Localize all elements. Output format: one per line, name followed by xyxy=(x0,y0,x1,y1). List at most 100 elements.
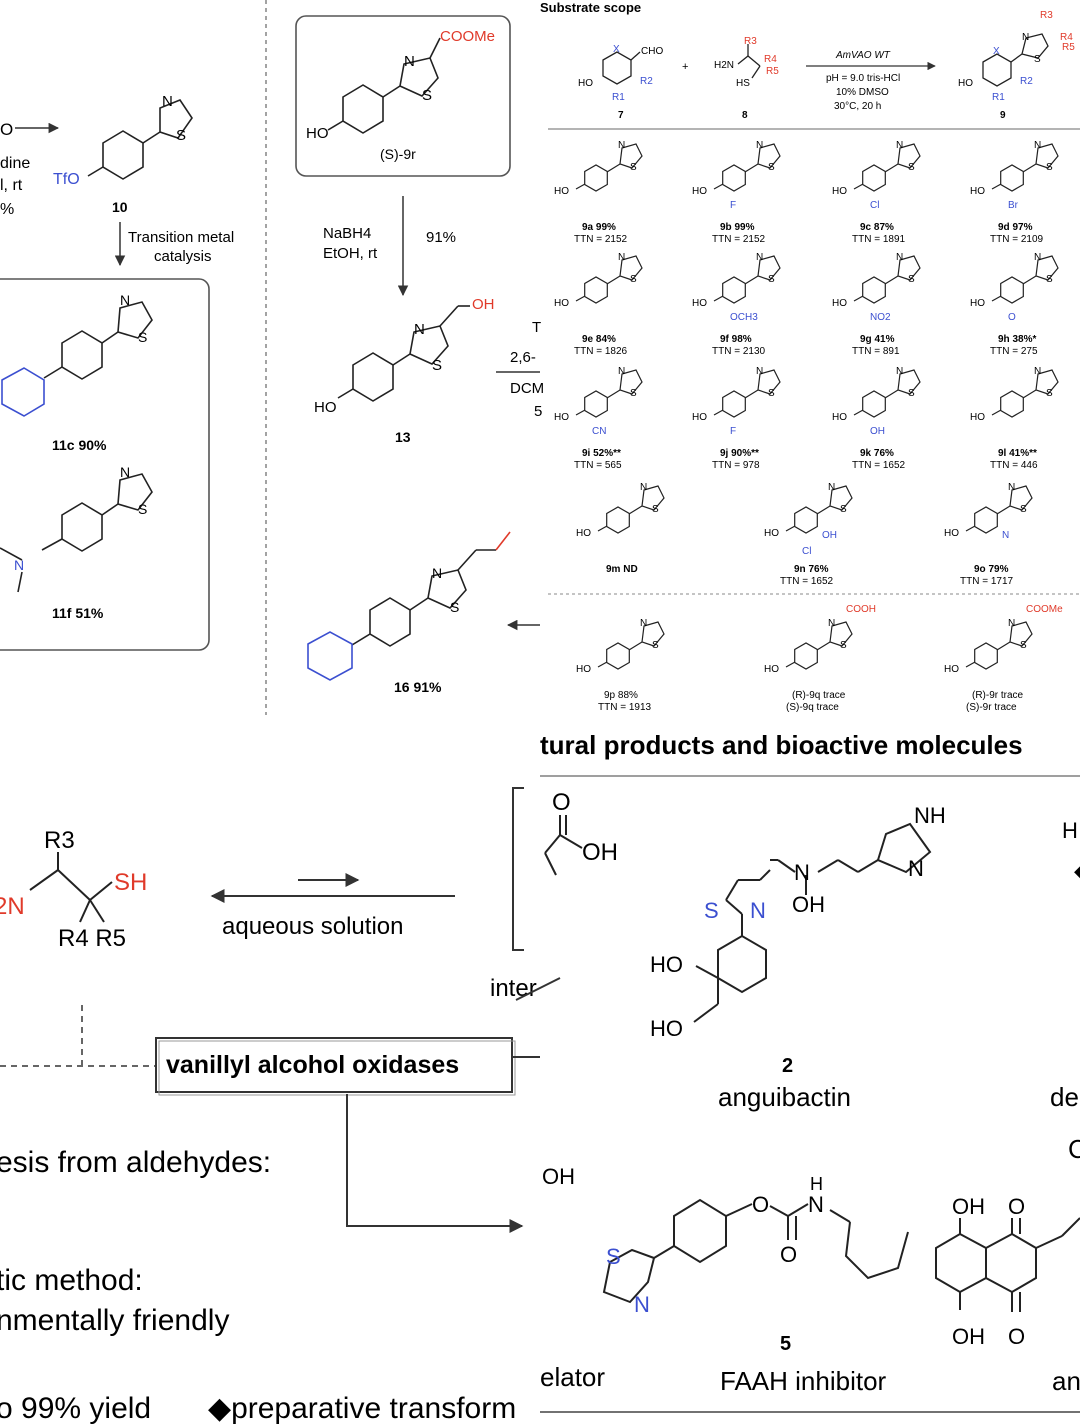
ttn-label: TTN = 2152 xyxy=(574,234,628,245)
yield-label: 9f 98% xyxy=(720,334,752,345)
compound-9r-structure xyxy=(327,37,441,134)
ho-label-13: HO xyxy=(314,399,337,416)
amine-n: N xyxy=(794,860,810,885)
reagent-etoh: EtOH, rt xyxy=(323,245,378,262)
substituent-label: O xyxy=(1008,312,1016,323)
ttn-label: TTN = 275 xyxy=(990,346,1038,357)
compound-11c-structure xyxy=(43,301,153,380)
fragment-o: O xyxy=(0,120,13,139)
compound-11c-label: 11c 90% xyxy=(52,437,107,453)
substituent-label: OCH3 xyxy=(730,312,758,323)
ho-label: HO xyxy=(692,412,707,423)
scope-molecule xyxy=(853,255,921,304)
atom-s: S xyxy=(840,640,847,651)
synthesis-text: esis from aldehydes: xyxy=(0,1146,271,1179)
atom-n: N xyxy=(828,482,835,493)
left-panel: O dine l, rt % N S TfO 10 Transition met… xyxy=(0,0,267,715)
vao-box-shadow xyxy=(158,1040,516,1096)
r4-label: R4 xyxy=(764,54,777,65)
scope-molecule xyxy=(597,485,665,534)
atom-n: N xyxy=(404,53,415,70)
atom-s: S xyxy=(432,357,442,374)
yield-label: 9o 79% xyxy=(974,564,1009,575)
condition-dmso: 10% DMSO xyxy=(836,87,889,98)
enzyme-label: AmVAO WT xyxy=(835,50,891,61)
r4-product: R4 xyxy=(1060,32,1073,43)
fragment-percent: % xyxy=(0,201,14,218)
atom-n: N xyxy=(896,366,903,377)
yield-label: 9j 90%** xyxy=(720,448,759,459)
ho-label-7: HO xyxy=(578,78,593,89)
atom-n: N xyxy=(618,140,625,151)
anguibactin-n: N xyxy=(750,898,766,923)
atom-s: S xyxy=(630,162,637,173)
ttn-label: TTN = 2109 xyxy=(990,234,1044,245)
r2-label: R2 xyxy=(640,76,653,87)
vao-label: vanillyl alcohol oxidases xyxy=(166,1051,459,1079)
r5-label: R5 xyxy=(766,66,779,77)
atom-s: S xyxy=(138,329,147,345)
yield-label: 9l 41%** xyxy=(998,448,1037,459)
scope-molecule xyxy=(853,143,921,192)
scope-molecule xyxy=(991,143,1059,192)
compound-10-structure xyxy=(87,99,193,180)
r1-label: R1 xyxy=(612,92,625,103)
ttn-label: (S)-9r trace xyxy=(966,702,1017,713)
ho-label: HO xyxy=(764,664,779,675)
compound-16-structure xyxy=(351,549,496,647)
r3-label: R3 xyxy=(744,36,757,47)
atom-n: N xyxy=(640,618,647,629)
atom-s: S xyxy=(768,162,775,173)
substituent-label: OH xyxy=(822,530,837,541)
plus-sign: + xyxy=(682,61,688,73)
atom-n: N xyxy=(756,252,763,263)
atom-n: N xyxy=(828,618,835,629)
atom-s: S xyxy=(1046,388,1053,399)
atom-n: N xyxy=(1008,618,1015,629)
nq-o-top: O xyxy=(1008,1194,1025,1219)
ho-label: HO xyxy=(554,298,569,309)
friendly-text: nmentally friendly xyxy=(0,1304,229,1337)
tfo-label: TfO xyxy=(53,171,80,188)
atom-s: S xyxy=(1020,640,1027,651)
atom-n: N xyxy=(756,366,763,377)
substituent-label: NO2 xyxy=(870,312,891,323)
ho-label: HO xyxy=(554,412,569,423)
fragment-dcm: DCM xyxy=(510,380,544,397)
label-8: 8 xyxy=(742,110,748,121)
scope-molecule xyxy=(713,143,781,192)
fragment-5: 5 xyxy=(534,403,542,420)
yield-label: 9k 76% xyxy=(860,448,894,459)
scope-molecule xyxy=(965,485,1033,534)
yield-label: 9e 84% xyxy=(582,334,616,345)
carbamate-o: O xyxy=(752,1192,769,1217)
thiazoline-ring-5 xyxy=(602,1248,656,1304)
r3-large: R3 xyxy=(44,827,75,854)
substituent-label: OH xyxy=(870,426,885,437)
atom-s: S xyxy=(630,388,637,399)
ttn-label: TTN = 1826 xyxy=(574,346,628,357)
ho-label: HO xyxy=(692,186,707,197)
yield-text: o 99% yield xyxy=(0,1392,151,1424)
atom-n: N xyxy=(1034,140,1041,151)
phenyl-ring-blue xyxy=(1,367,45,417)
substituent-label: CN xyxy=(592,426,606,437)
acid-fragment xyxy=(544,815,583,876)
atom-n: N xyxy=(618,252,625,263)
hs-label: HS xyxy=(736,78,750,89)
anguibactin-s: S xyxy=(704,898,719,923)
scope-molecule xyxy=(575,255,643,304)
products-box xyxy=(0,278,210,651)
atom-s: S xyxy=(908,388,915,399)
yield-label: 9h 38%* xyxy=(998,334,1036,345)
atom-s: S xyxy=(1034,54,1041,65)
yield-label: (R)-9r trace xyxy=(972,690,1024,701)
imidazole-n: N xyxy=(908,856,924,881)
atom-n: N xyxy=(896,252,903,263)
r2-product: R2 xyxy=(1020,76,1033,87)
oh-label: OH xyxy=(472,296,495,313)
substituent-label: COOH xyxy=(846,604,876,615)
compound-13-structure xyxy=(337,305,470,402)
ho-label: HO xyxy=(554,186,569,197)
